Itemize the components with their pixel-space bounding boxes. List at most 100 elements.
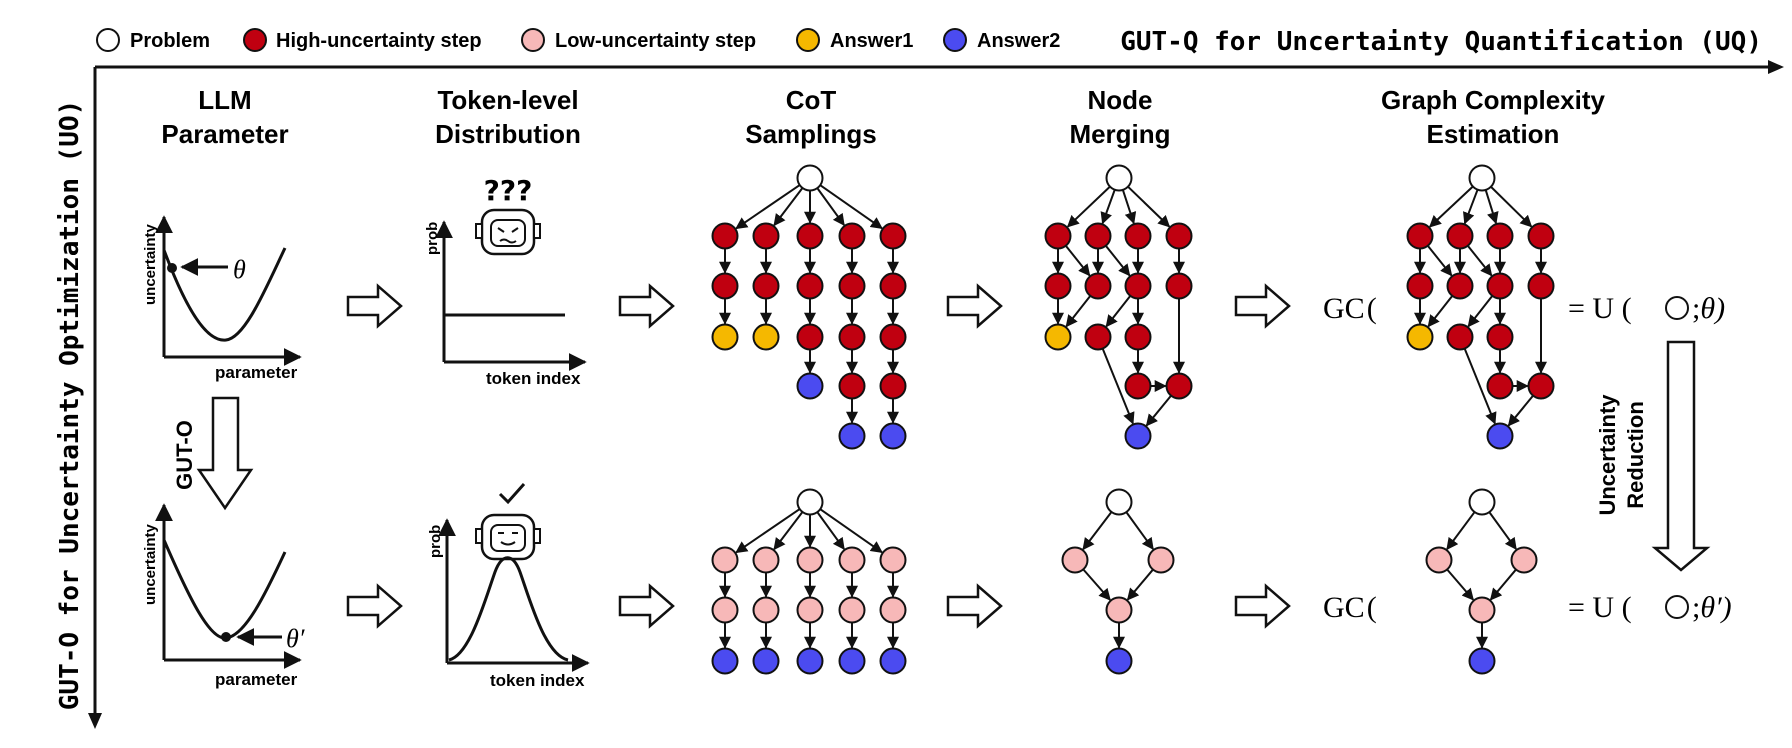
col5-header-line2: Estimation bbox=[1427, 119, 1560, 149]
graph-edge bbox=[1446, 511, 1476, 551]
gc-rhs-top-tail: ;θ) bbox=[1692, 292, 1725, 325]
problem-node bbox=[1105, 488, 1133, 516]
low-uncertainty-node bbox=[879, 546, 907, 574]
graph-edge bbox=[1082, 568, 1111, 601]
legend-item-low: Low-uncertainty step bbox=[521, 28, 756, 52]
cot-graph-top-edges bbox=[719, 184, 899, 424]
answer2-node bbox=[879, 422, 907, 450]
flow-arrow bbox=[618, 583, 675, 629]
answer1-node bbox=[711, 323, 739, 351]
problem-circle-icon bbox=[1665, 296, 1689, 320]
col3-header-line1: CoT bbox=[786, 85, 837, 115]
legend-label-high: High-uncertainty step bbox=[276, 30, 482, 52]
merge-graph-top bbox=[1044, 164, 1193, 450]
problem-node bbox=[796, 164, 824, 192]
graph-edge bbox=[1489, 568, 1517, 601]
high-uncertainty-node bbox=[1084, 222, 1112, 250]
high-uncertainty-node bbox=[1527, 272, 1555, 300]
graph-edge bbox=[1467, 245, 1493, 277]
answer2-node bbox=[838, 647, 866, 675]
high-uncertainty-node bbox=[1406, 272, 1434, 300]
uncertainty-curve-optimized bbox=[162, 539, 287, 640]
col3-header-line2: Samplings bbox=[745, 119, 876, 149]
high-uncertainty-node bbox=[1446, 323, 1474, 351]
low-uncertainty-node bbox=[752, 596, 780, 624]
uncertainty-reduction: Uncertainty Reduction bbox=[1595, 340, 1711, 572]
col1-header-line2: Parameter bbox=[161, 119, 288, 149]
graph-edge bbox=[1428, 185, 1474, 228]
graph-edge bbox=[1066, 185, 1111, 228]
flow-arrow bbox=[346, 283, 403, 329]
high-uncertainty-node bbox=[1446, 272, 1474, 300]
legend-item-high: High-uncertainty step bbox=[243, 28, 482, 52]
low-uncertainty-node-icon bbox=[521, 28, 545, 52]
graph-edge bbox=[1105, 245, 1131, 277]
column-headers: LLM Parameter Token-level Distribution C… bbox=[161, 85, 1605, 149]
complexity-graph-top bbox=[1406, 164, 1555, 450]
graph-edge bbox=[1105, 295, 1132, 328]
graph-edge bbox=[1463, 348, 1497, 425]
answer2-node bbox=[838, 422, 866, 450]
question-marks-icon: ??? bbox=[484, 174, 533, 207]
answer1-node-icon bbox=[796, 28, 820, 52]
graph-edge bbox=[1065, 295, 1092, 328]
high-uncertainty-node bbox=[1406, 222, 1434, 250]
high-uncertainty-node bbox=[1486, 372, 1514, 400]
cot-graph-bottom-edges bbox=[719, 508, 899, 649]
flow-arrow bbox=[618, 283, 675, 329]
complexity-graph-bottom-edges bbox=[1446, 511, 1517, 649]
legend-label-answer1: Answer1 bbox=[830, 30, 913, 52]
horizontal-axis-arrowhead bbox=[1768, 60, 1784, 74]
graph-edge bbox=[1127, 185, 1171, 228]
low-uncertainty-node bbox=[796, 596, 824, 624]
high-uncertainty-node bbox=[1044, 222, 1072, 250]
col2-header-line1: Token-level bbox=[437, 85, 578, 115]
token-ylabel-bottom: prob bbox=[427, 525, 444, 558]
flow-arrow bbox=[1234, 283, 1291, 329]
graph-edge bbox=[735, 508, 801, 554]
graph-edge bbox=[1100, 189, 1116, 225]
merge-graph-bottom-edges bbox=[1082, 511, 1154, 649]
uncertainty-curve bbox=[162, 247, 287, 342]
peaked-distribution bbox=[448, 556, 569, 662]
high-uncertainty-node bbox=[1165, 372, 1193, 400]
graph-edge bbox=[1126, 568, 1154, 601]
low-uncertainty-node bbox=[711, 546, 739, 574]
flow-arrows bbox=[346, 283, 1291, 629]
high-uncertainty-node bbox=[752, 272, 780, 300]
legend-label-answer2: Answer2 bbox=[977, 30, 1060, 52]
high-uncertainty-node bbox=[838, 323, 866, 351]
high-uncertainty-node bbox=[1084, 272, 1112, 300]
param-ylabel-top: uncertainty bbox=[142, 223, 159, 305]
problem-node bbox=[1468, 164, 1496, 192]
high-uncertainty-node bbox=[1486, 323, 1514, 351]
low-uncertainty-node bbox=[1061, 546, 1089, 574]
problem-node bbox=[1105, 164, 1133, 192]
col5-header-line1: Graph Complexity bbox=[1381, 85, 1605, 115]
param-point bbox=[167, 263, 177, 273]
gut-o-down-arrow bbox=[196, 396, 254, 511]
col4-header-line2: Merging bbox=[1069, 119, 1170, 149]
param-plot-bottom: θ′ uncertainty parameter bbox=[142, 503, 305, 689]
high-uncertainty-node bbox=[879, 372, 907, 400]
graph-edge bbox=[1101, 348, 1135, 425]
graph-edge bbox=[1484, 189, 1499, 225]
high-uncertainty-node bbox=[1124, 323, 1152, 351]
high-uncertainty-node bbox=[1486, 222, 1514, 250]
param-point-optimized bbox=[221, 632, 231, 642]
vertical-axis-title: GUT-O for Uncertainty Optimization (UO) bbox=[55, 100, 85, 710]
high-uncertainty-node bbox=[1124, 272, 1152, 300]
reduction-down-arrow bbox=[1651, 340, 1711, 572]
high-uncertainty-node bbox=[838, 272, 866, 300]
high-uncertainty-node bbox=[711, 222, 739, 250]
graph-edge bbox=[773, 187, 804, 227]
graph-edge bbox=[1145, 395, 1172, 427]
high-uncertainty-node bbox=[796, 272, 824, 300]
flow-arrow bbox=[1234, 583, 1291, 629]
graph-edge bbox=[1125, 511, 1154, 551]
answer2-node-icon bbox=[943, 28, 967, 52]
answer2-node bbox=[1124, 422, 1152, 450]
problem-node bbox=[1468, 488, 1496, 516]
graph-edge bbox=[773, 511, 804, 551]
